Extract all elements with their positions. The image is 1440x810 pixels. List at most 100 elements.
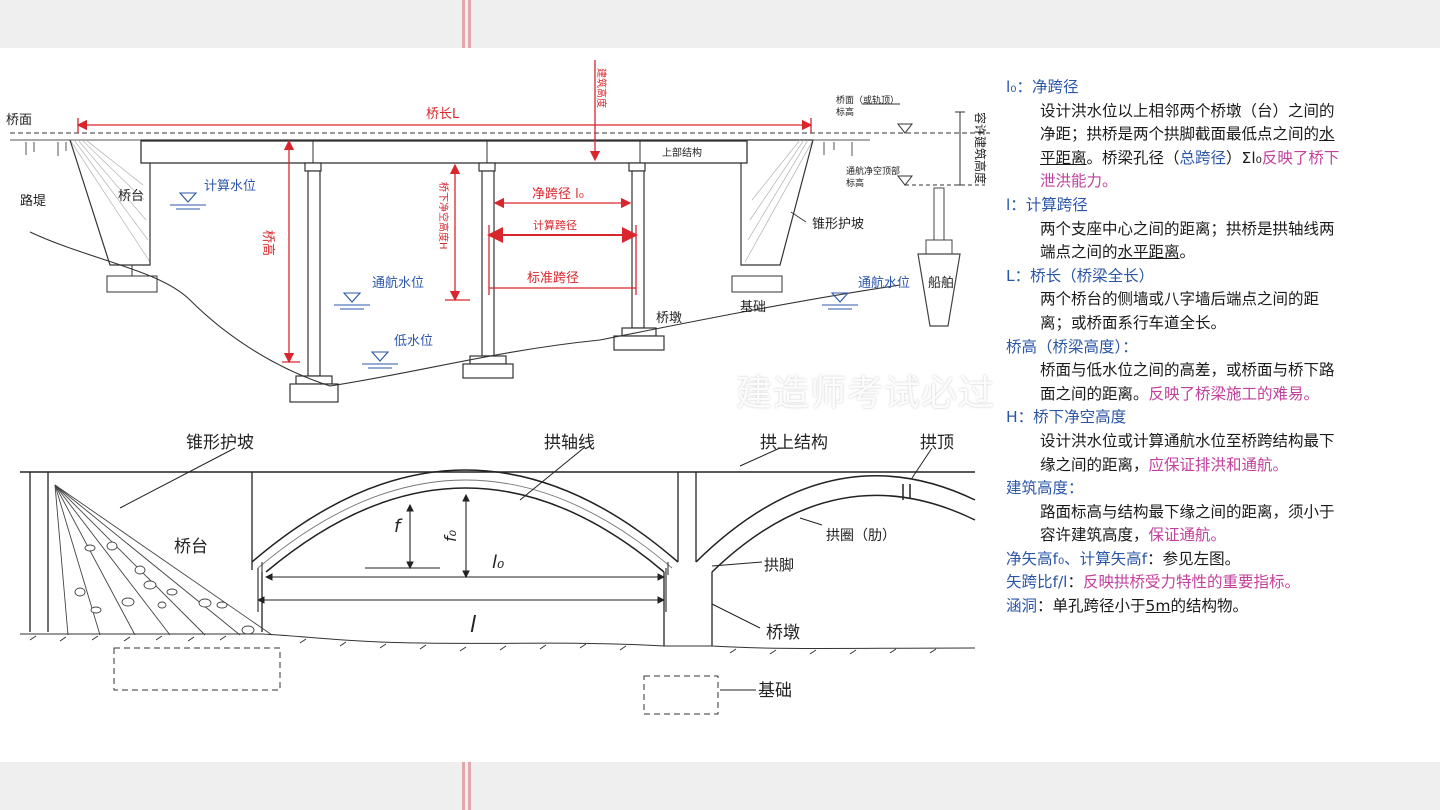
def-term: l：计算跨径 xyxy=(1006,195,1088,214)
left-abutment-footing xyxy=(106,275,158,293)
def-text: 容许建筑高度，保证通航。 xyxy=(1006,524,1436,548)
def-clear-height: H：桥下净空高度 设计洪水位或计算通航水位至桥跨结构最下 缘之间的距离，应保证排… xyxy=(1006,406,1436,477)
arch-label-rise-f0: f₀ xyxy=(441,529,460,542)
def-text-part: 。桥梁孔径（ xyxy=(1086,148,1180,167)
label-standard-span: 标准跨径 xyxy=(527,271,579,286)
def-underline: 5m xyxy=(1145,597,1171,616)
decor-line xyxy=(462,0,465,48)
bottom-band xyxy=(0,762,1440,810)
watermark: 建造师考试必过 xyxy=(736,373,996,414)
decor-line xyxy=(468,762,471,810)
def-text-part: ：参见左图。 xyxy=(1147,549,1241,568)
water-level-icons xyxy=(170,192,858,369)
def-text: 设计洪水位以上相邻两个桥墩（台）之间的 xyxy=(1040,101,1335,120)
ship-icon xyxy=(917,187,961,327)
label-deck-elevation: 桥面（或轨顶）标高 xyxy=(836,96,900,118)
label-navigation-level-right: 通航水位 xyxy=(858,275,910,291)
right-embankment xyxy=(813,139,870,156)
def-highlight: 反映拱桥受力特性的重要指标。 xyxy=(1083,573,1301,592)
def-text-part: ： xyxy=(1067,573,1084,592)
label-navigation-level-left: 通航水位 xyxy=(372,275,424,291)
arch-label-arch-axis: 拱轴线 xyxy=(544,433,595,453)
def-text: 两个桥台的侧墙或八字墙后端点之间的距 xyxy=(1040,290,1320,309)
def-text: 平距离。桥梁孔径（总跨径）Σl₀反映了桥下 xyxy=(1006,147,1436,171)
def-text-part: ：单孔跨径小于 xyxy=(1037,597,1146,616)
arch-label-span: l xyxy=(470,613,476,638)
def-inline-term: 总跨径 xyxy=(1179,148,1227,167)
def-rise: 净矢高f₀、计算矢高f：参见左图。 xyxy=(1006,548,1436,572)
def-rise-span-ratio: 矢跨比f/l：反映拱桥受力特性的重要指标。 xyxy=(1006,571,1436,595)
def-text-part: 缘之间的距离， xyxy=(1040,455,1149,474)
def-highlight: 应保证排洪和通航。 xyxy=(1148,455,1289,474)
label-allowable-building-height: 容许建筑高度 xyxy=(973,112,988,184)
def-highlight: 反映了桥梁施工的难易。 xyxy=(1148,384,1320,403)
def-bridge-height: 桥高（桥梁高度）： 桥面与低水位之间的高差，或桥面与桥下路 面之间的距离。反映了… xyxy=(1006,336,1436,407)
second-arch xyxy=(695,475,976,573)
def-text: 两个支座中心之间的距离；拱桥是拱轴线两 xyxy=(1040,219,1335,238)
def-text-part: 面之间的距离。 xyxy=(1040,384,1149,403)
label-clear-span: 净跨径 l₀ xyxy=(532,187,584,202)
def-text-part: 。 xyxy=(1179,243,1196,262)
def-text: 桥面与低水位之间的高差，或桥面与桥下路 xyxy=(1040,361,1335,380)
definitions-column: l₀：净跨径 设计洪水位以上相邻两个桥墩（台）之间的 净距；拱桥是两个拱脚截面最… xyxy=(1006,76,1436,619)
def-text-part: 的结构物。 xyxy=(1170,597,1249,616)
beam-bridge-diagram: 船舶 桥面 路堤 桥台 上部结构 锥形护坡 xyxy=(6,60,990,403)
ship-label: 船舶 xyxy=(928,275,954,291)
def-term: 涵洞 xyxy=(1006,597,1038,616)
right-abutment-footing xyxy=(731,275,783,293)
label-clearance-top-fo: 通航净空顶部标高 xyxy=(846,167,900,189)
springing-ticks xyxy=(261,562,669,575)
arch-label-rise-f: f xyxy=(394,516,403,537)
def-calculated-span: l：计算跨径 两个支座中心之间的距离；拱桥是拱轴线两 端点之间的水平距离。 xyxy=(1006,194,1436,265)
arch-dimensions xyxy=(256,493,667,612)
right-abutment-fan xyxy=(744,139,814,263)
arch-abutment xyxy=(29,472,263,632)
arch-label-springing: 拱脚 xyxy=(764,556,794,574)
arch-label-spandrel: 拱上结构 xyxy=(760,433,828,453)
def-term: l₀：净跨径 xyxy=(1006,78,1079,96)
arch-label-abutment: 桥台 xyxy=(174,537,208,557)
label-road-embankment: 路堤 xyxy=(20,193,46,209)
arch-foundations xyxy=(113,647,719,715)
left-embankment xyxy=(10,139,141,156)
label-design-flood-level: 计算水位 xyxy=(204,179,256,194)
arch-cone-slope-rays xyxy=(54,484,273,636)
def-text: 净距；拱桥是两个拱脚截面最低点之间的水 xyxy=(1006,123,1436,147)
piers xyxy=(289,162,665,403)
label-pier: 桥墩 xyxy=(656,311,682,326)
arch-label-cone-slope: 锥形护坡 xyxy=(186,433,254,453)
dimension-lines xyxy=(76,60,813,364)
right-abutment xyxy=(740,139,814,266)
def-text: 路面标高与结构最下缘之间的距离，须小于 xyxy=(1040,502,1335,521)
def-text: 面之间的距离。反映了桥梁施工的难易。 xyxy=(1006,383,1436,407)
def-highlight: 反映了桥下 xyxy=(1261,148,1340,167)
def-text: 端点之间的水平距离。 xyxy=(1006,241,1436,265)
arch-rubble-stones xyxy=(74,541,255,635)
label-superstructure: 上部结构 xyxy=(662,146,702,159)
def-term: L：桥长（桥梁全长） xyxy=(1006,266,1155,285)
content-panel xyxy=(0,48,1440,762)
label-bridge-length: 桥长L xyxy=(426,107,460,122)
decor-line xyxy=(468,0,471,48)
def-term: 矢跨比f/l xyxy=(1006,573,1068,592)
label-low-water-level: 低水位 xyxy=(394,334,433,349)
label-deck-elevation-fo: 桥面（或轨顶）标高 xyxy=(836,96,900,118)
arch-label-pier: 桥墩 xyxy=(766,623,800,643)
elevation-marks xyxy=(896,111,985,186)
main-arch xyxy=(251,469,679,573)
def-text-part: ）Σl₀ xyxy=(1226,148,1262,167)
def-term: 桥高（桥梁高度）： xyxy=(1006,337,1138,356)
arch-leaders xyxy=(119,446,933,691)
arch-bridge-diagram: 锥形护坡 拱轴线 拱上结构 拱顶 桥台 拱圈（肋） 拱脚 桥墩 基础 f f₀ … xyxy=(20,433,976,715)
arch-pier xyxy=(663,472,713,646)
def-text: 离；或桥面系行车道全长。 xyxy=(1040,313,1227,332)
arch-label-crown: 拱顶 xyxy=(920,433,954,453)
def-bridge-length: L：桥长（桥梁全长） 两个桥台的侧墙或八字墙后端点之间的距 离；或桥面系行车道全… xyxy=(1006,265,1436,336)
left-abutment xyxy=(69,139,151,266)
label-abutment: 桥台 xyxy=(118,189,144,204)
ground-profile xyxy=(29,231,901,387)
def-clear-span: l₀：净跨径 设计洪水位以上相邻两个桥墩（台）之间的 净距；拱桥是两个拱脚截面最… xyxy=(1006,76,1436,194)
decor-line xyxy=(462,762,465,810)
arch-label-clear-span: l₀ xyxy=(492,552,504,573)
def-text-part: 容许建筑高度， xyxy=(1040,526,1149,545)
